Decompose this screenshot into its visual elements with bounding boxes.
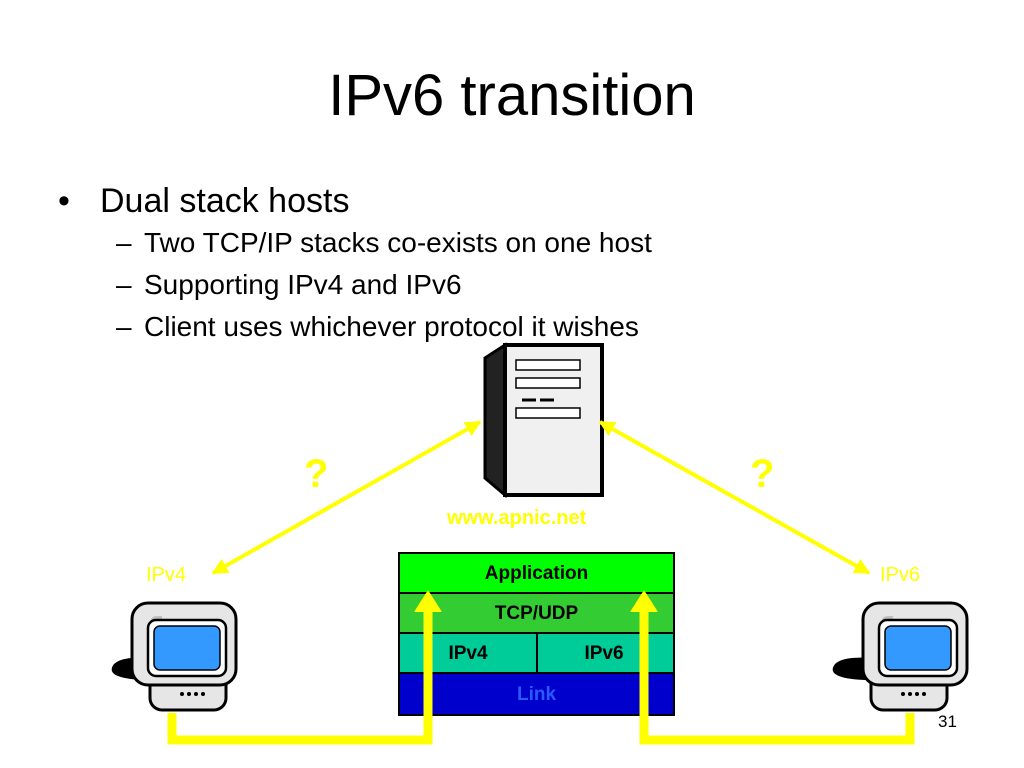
server-url-label: www.apnic.net bbox=[447, 507, 587, 529]
bullet-marker: • bbox=[58, 182, 70, 220]
ipv4-layer bbox=[398, 632, 538, 674]
subbullet-marker: – bbox=[116, 269, 132, 300]
ipv4-path-arrowhead bbox=[414, 590, 442, 612]
ipv4-connection-arrow bbox=[211, 420, 482, 575]
ipv4-path-arrow bbox=[167, 610, 433, 745]
question-mark-left: ? bbox=[304, 452, 329, 496]
link-layer-label: Link bbox=[516, 684, 557, 705]
ipv4-client-label: IPv4 bbox=[146, 564, 187, 586]
slide-title: IPv6 transition bbox=[328, 63, 696, 128]
ipv4-client-computer-icon bbox=[111, 601, 238, 712]
ipv4-layer-label: IPv4 bbox=[448, 643, 488, 664]
server-icon bbox=[483, 342, 604, 499]
protocol-stack bbox=[398, 552, 675, 716]
subbullet-marker: – bbox=[116, 227, 132, 258]
link-layer bbox=[398, 672, 675, 716]
ipv6-path-arrow bbox=[639, 610, 915, 745]
subbullet-text: Client uses whichever protocol it wishes bbox=[144, 311, 639, 342]
slide-number: 31 bbox=[938, 712, 957, 731]
ipv6-layer-label: IPv6 bbox=[584, 643, 624, 664]
subbullet-text: Two TCP/IP stacks co-exists on one host bbox=[144, 227, 652, 258]
ipv6-path-arrowhead bbox=[630, 590, 658, 612]
application-layer bbox=[398, 552, 675, 594]
ipv6-client-computer-icon bbox=[832, 601, 969, 712]
subbullet-text: Supporting IPv4 and IPv6 bbox=[144, 269, 462, 300]
subbullet-marker: – bbox=[116, 311, 132, 342]
transport-layer-label: TCP/UDP bbox=[494, 603, 579, 624]
ipv6-client-label: IPv6 bbox=[880, 564, 921, 586]
ipv6-connection-arrow bbox=[598, 420, 871, 575]
bullet-text: Dual stack hosts bbox=[100, 182, 350, 220]
question-mark-right: ? bbox=[750, 452, 775, 496]
application-layer-label: Application bbox=[484, 563, 589, 584]
